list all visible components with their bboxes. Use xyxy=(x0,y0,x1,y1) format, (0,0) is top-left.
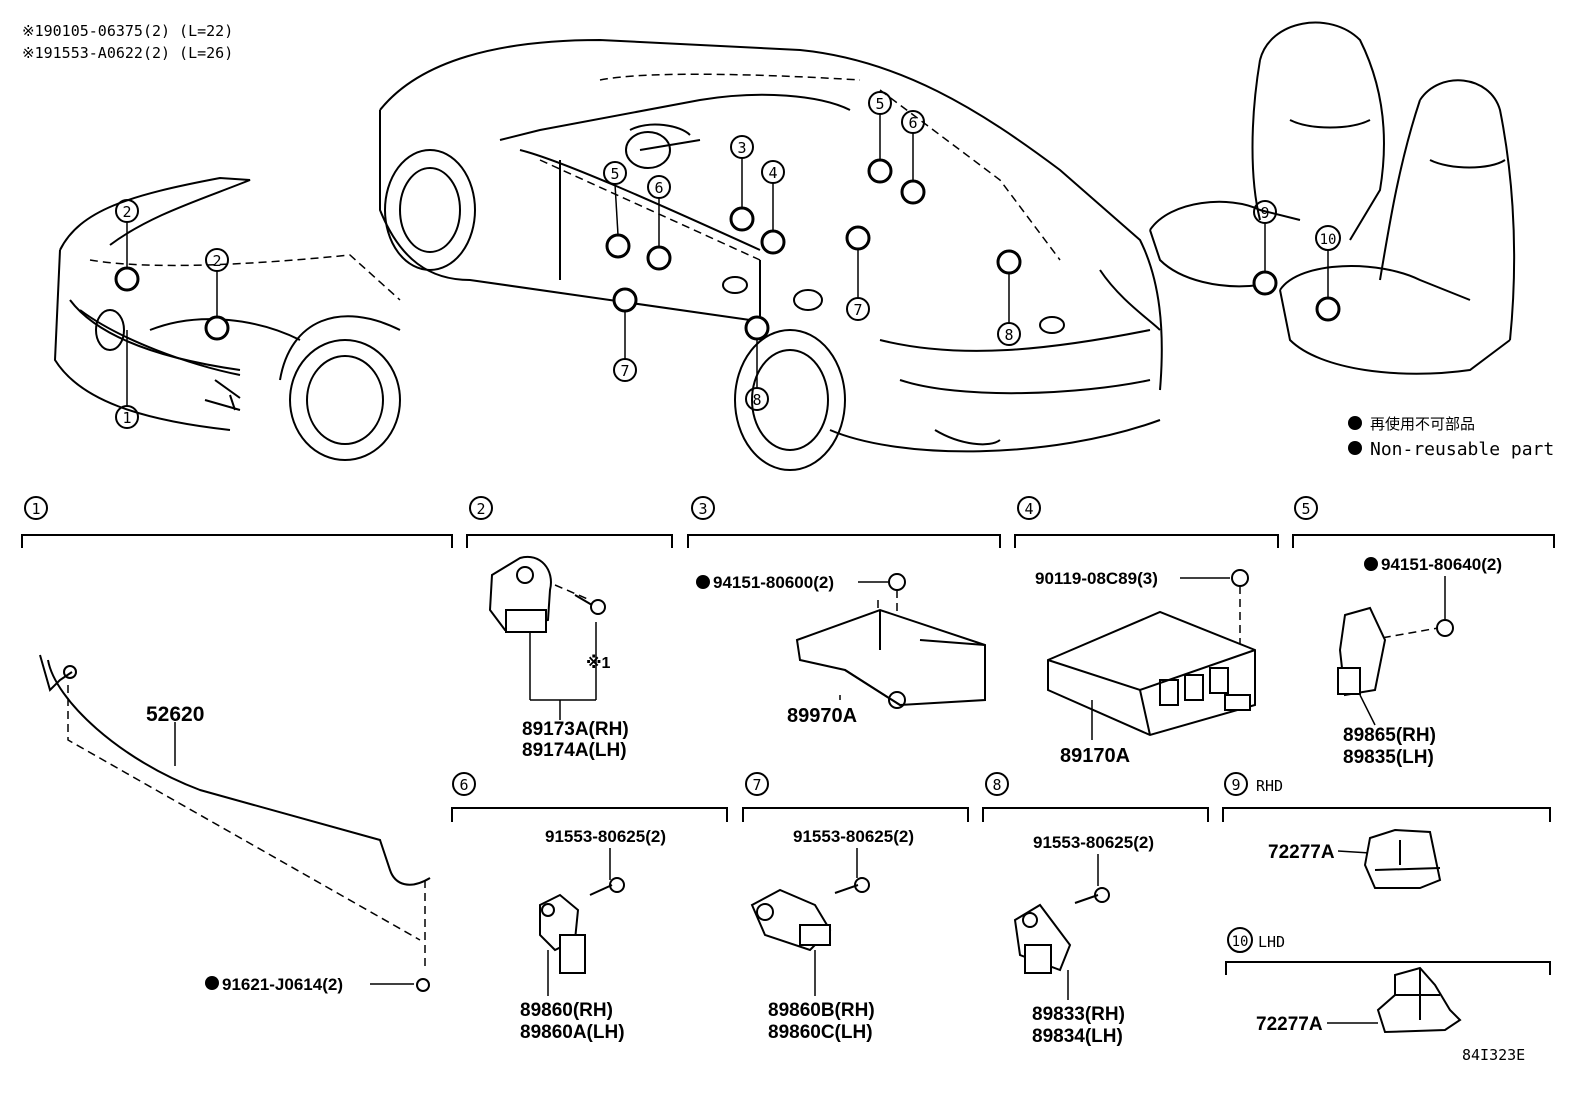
part-91553-80625-b: 91553-80625(2) xyxy=(793,827,914,846)
non-reusable-dot-icon xyxy=(205,976,219,990)
part-89860C: 89860C(LH) xyxy=(768,1022,873,1043)
callout-10: 10 xyxy=(1320,232,1337,248)
seats-illustration xyxy=(1149,21,1516,375)
part-89173A: 89173A(RH) xyxy=(522,719,629,740)
section-7-num: 7 xyxy=(752,776,761,794)
callout-5b: 5 xyxy=(875,95,884,113)
section-2-num: 2 xyxy=(476,500,485,518)
callout-8b: 8 xyxy=(1004,326,1013,344)
non-reusable-dot-icon xyxy=(1348,416,1362,430)
section-1-harness: 52620 91621-J0614(2) xyxy=(39,654,431,994)
part-89860: 89860(RH) xyxy=(520,1000,613,1021)
part-89860A: 89860A(LH) xyxy=(520,1022,625,1043)
callout-3: 3 xyxy=(737,139,746,157)
s2-ref: ※1 xyxy=(586,654,611,672)
part-72277A-lhd: 72277A xyxy=(1256,1014,1323,1035)
section-6-sensor: 91553-80625(2) 89860(RH) 89860A(LH) xyxy=(520,827,666,1043)
section-1-num: 1 xyxy=(31,500,40,518)
legend-en: Non-reusable part xyxy=(1370,439,1554,460)
section-9-bracket: 72277A xyxy=(1268,828,1442,889)
callout-7a: 7 xyxy=(620,362,629,380)
part-89970A: 89970A xyxy=(787,705,857,727)
callout-2a: 2 xyxy=(122,203,131,221)
legend: 再使用不可部品 Non-reusable part xyxy=(1348,415,1554,460)
callout-5a: 5 xyxy=(610,165,619,183)
callout-2b: 2 xyxy=(212,252,221,270)
callout-8a: 8 xyxy=(752,391,761,409)
part-91621-J0614: 91621-J0614(2) xyxy=(222,975,343,994)
section-7-sensor: 91553-80625(2) 89860B(RH) 89860C(LH) xyxy=(750,827,914,1043)
section-9-num: 9 xyxy=(1231,776,1240,794)
part-89860B: 89860B(RH) xyxy=(768,1000,875,1021)
front-bumper-illustration xyxy=(53,176,401,461)
part-89834: 89834(LH) xyxy=(1032,1026,1123,1047)
section-9-note: RHD xyxy=(1256,777,1283,795)
part-89170A: 89170A xyxy=(1060,745,1130,767)
section-5-num: 5 xyxy=(1301,500,1310,518)
callout-1: 1 xyxy=(122,409,131,427)
part-91553-80625-c: 91553-80625(2) xyxy=(1033,833,1154,852)
callout-4: 4 xyxy=(768,164,777,182)
part-89833: 89833(RH) xyxy=(1032,1004,1125,1025)
part-91553-80625-a: 91553-80625(2) xyxy=(545,827,666,846)
section-4-num: 4 xyxy=(1024,500,1033,518)
section-6-num: 6 xyxy=(459,776,468,794)
part-89865: 89865(RH) xyxy=(1343,725,1436,746)
part-94151-80600: 94151-80600(2) xyxy=(713,573,834,592)
section-8-sensor: 91553-80625(2) 89833(RH) 89834(LH) xyxy=(1013,833,1154,1047)
non-reusable-dot-icon xyxy=(1364,557,1378,571)
section-4-airbag-ecu: 90119-08C89(3) 89170A xyxy=(1035,569,1256,767)
section-10-bracket: 72277A xyxy=(1256,966,1462,1035)
part-52620: 52620 xyxy=(146,703,204,726)
non-reusable-dot-icon xyxy=(1348,441,1362,455)
part-89174A: 89174A(LH) xyxy=(522,740,627,761)
callout-6a: 6 xyxy=(654,179,663,197)
section-3-num: 3 xyxy=(698,500,707,518)
section-10-note: LHD xyxy=(1258,933,1285,951)
note-line-2: ※191553-A0622(2) (L=26) xyxy=(22,44,233,62)
part-89835: 89835(LH) xyxy=(1343,747,1434,768)
legend-ja: 再使用不可部品 xyxy=(1370,415,1475,433)
section-3-module-bracket: 94151-80600(2) 89970A xyxy=(696,573,986,727)
note-line-1: ※190105-06375(2) (L=22) xyxy=(22,22,233,40)
section-headers: 1 2 3 4 5 6 7 8 9 RHD 10 LHD xyxy=(21,496,1555,975)
figure-id: 84I323E xyxy=(1462,1046,1525,1064)
section-5-sensor: 94151-80640(2) 89865(RH) 89835(LH) xyxy=(1337,555,1502,768)
section-2-sensor: ※1 89173A(RH) 89174A(LH) xyxy=(488,555,629,761)
section-10-num: 10 xyxy=(1232,934,1249,950)
part-94151-80640: 94151-80640(2) xyxy=(1381,555,1502,574)
part-72277A-rhd: 72277A xyxy=(1268,842,1335,863)
callout-7b: 7 xyxy=(853,301,862,319)
non-reusable-dot-icon xyxy=(696,575,710,589)
callout-markers: 2 2 1 5 6 3 4 5 6 7 xyxy=(114,91,1341,429)
vehicle-illustration xyxy=(379,38,1163,471)
section-8-num: 8 xyxy=(992,776,1001,794)
callout-6b: 6 xyxy=(908,114,917,132)
callout-9: 9 xyxy=(1260,204,1269,222)
part-90119-08C89: 90119-08C89(3) xyxy=(1035,569,1158,588)
